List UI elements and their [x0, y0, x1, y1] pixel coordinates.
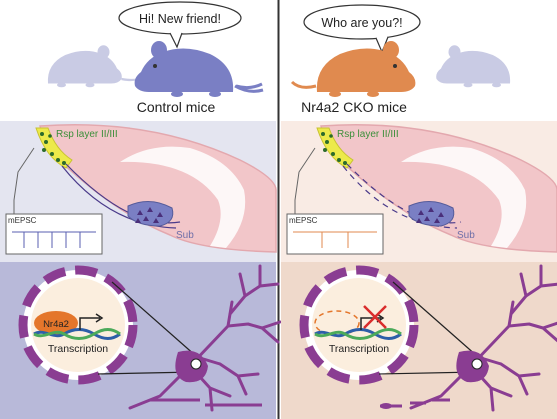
- left-zoom-line-top: [111, 281, 197, 357]
- right-sub-label: Sub: [457, 230, 475, 241]
- right-ventricle: [401, 146, 527, 248]
- left-transcription-label: Transcription: [48, 343, 108, 355]
- left-trace-label: mEPSC: [8, 216, 37, 225]
- right-nucleus-ring: [299, 265, 419, 385]
- cko-mouse-icon: [316, 41, 416, 97]
- left-sub-label: Sub: [176, 230, 194, 241]
- left-neuron-nucleus: [190, 358, 202, 370]
- left-projection-1: [65, 163, 181, 224]
- cko-mouse-tail: [290, 80, 317, 89]
- left-electrode: [13, 147, 35, 214]
- left-transcription-arrow: [79, 313, 104, 330]
- nr4a2-label: Nr4a2: [43, 319, 69, 330]
- right-column: Who are you?! Nr4a2 CKO mice Rsp layer I…: [281, 4, 557, 419]
- left-mepsc-trace: [12, 231, 96, 248]
- right-dna-strand-b: [314, 328, 402, 340]
- left-nucleus: [31, 278, 125, 372]
- right-brain-section: [320, 124, 557, 253]
- right-zoom-line-top: [392, 281, 478, 357]
- right-transcription-label: Transcription: [329, 343, 389, 355]
- right-sub-cells: [416, 207, 444, 223]
- right-region-label: Rsp layer II/III: [337, 129, 399, 140]
- right-projection-1: [346, 163, 462, 224]
- left-brain-section: [39, 124, 277, 253]
- left-projection-2: [61, 165, 177, 229]
- left-sub-cells: [135, 207, 163, 223]
- right-neuron-nucleus: [471, 358, 483, 370]
- right-mepsc-trace: [293, 231, 377, 248]
- left-nucleus-ring: [18, 265, 138, 385]
- left-rsp-cells: [40, 132, 66, 165]
- right-trace-label: mEPSC: [289, 216, 318, 225]
- left-trace-box: [5, 213, 103, 255]
- left-caption: Control mice: [137, 99, 216, 115]
- left-region-label: Rsp layer II/III: [56, 129, 118, 140]
- faded-mouse-right-icon: [436, 45, 511, 88]
- block-x-icon: [363, 305, 387, 329]
- right-caption: Nr4a2 CKO mice: [301, 99, 407, 115]
- left-column: Hi! New friend! Control mice Rsp layer I…: [0, 1, 282, 419]
- left-ventricle: [120, 146, 246, 248]
- right-speech-text: Who are you?!: [321, 16, 402, 30]
- left-dna-strand-b: [33, 328, 121, 340]
- left-axon: [150, 398, 262, 407]
- right-rsp-cells: [321, 132, 347, 165]
- left-speech-bubble: Hi! New friend!: [118, 1, 242, 49]
- right-electrode: [294, 147, 316, 214]
- nr4a2-protein: [34, 311, 78, 335]
- right-projection-2: [342, 165, 458, 229]
- right-speech-bubble: Who are you?!: [303, 4, 421, 54]
- control-mouse-tail: [235, 82, 263, 90]
- right-axon-bulb: [380, 403, 392, 409]
- left-speech-text: Hi! New friend!: [139, 12, 221, 26]
- right-trace-box: [286, 213, 384, 255]
- right-rsp-region: [316, 127, 354, 169]
- left-rsp-region: [35, 127, 73, 169]
- faded-mouse-icon: [47, 45, 147, 88]
